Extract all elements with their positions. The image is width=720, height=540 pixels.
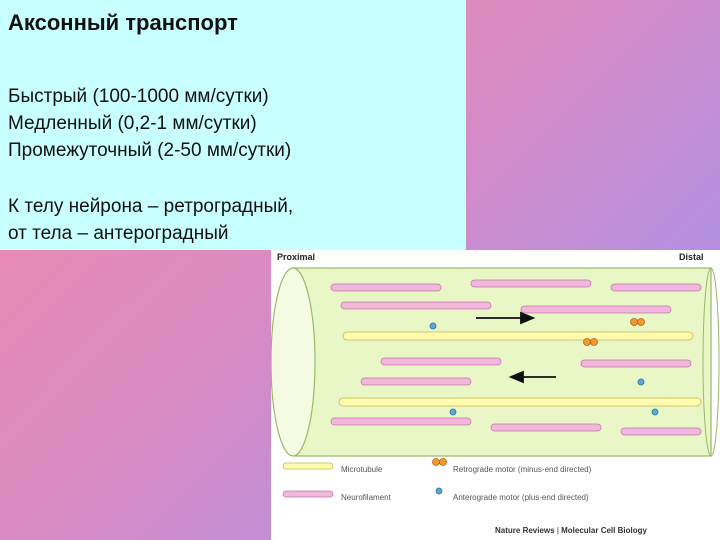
direction-retrograde: К телу нейрона – ретроградный,: [8, 196, 293, 218]
figure-legend: [271, 455, 720, 515]
speed-fast: Быстрый (100-1000 мм/сутки): [8, 86, 269, 108]
proximal-label: Proximal: [277, 252, 315, 262]
retrograde-motor-icon: [584, 339, 591, 346]
anterograde-motor-icon: [450, 409, 456, 415]
distal-label: Distal: [679, 252, 704, 262]
neurofilament: [471, 280, 591, 287]
legend-anterograde-icon: [436, 488, 442, 494]
axon-diagram: [271, 262, 720, 462]
legend-retrograde: Retrograde motor (minus-end directed): [453, 465, 591, 474]
figure-credit: Nature Reviews | Molecular Cell Biology: [495, 526, 647, 535]
direction-anterograde: от тела – антероградный: [8, 223, 229, 245]
legend-anterograde: Anterograde motor (plus-end directed): [453, 493, 589, 502]
neurofilament: [361, 378, 471, 385]
neurofilament: [611, 284, 701, 291]
axon-transport-figure: Proximal Distal: [271, 250, 720, 540]
neurofilament: [581, 360, 691, 367]
microtubule: [339, 398, 701, 406]
neurofilament: [491, 424, 601, 431]
neurofilament: [331, 418, 471, 425]
neurofilament: [381, 358, 501, 365]
microtubule: [343, 332, 693, 340]
legend-retrograde-icon: [433, 459, 440, 466]
legend-microtubule: Microtubule: [341, 465, 382, 474]
legend-neurofilament-swatch: [283, 491, 333, 497]
neurofilament: [521, 306, 671, 313]
legend-microtubule-swatch: [283, 463, 333, 469]
slide-title: Аксонный транспорт: [8, 10, 238, 36]
anterograde-motor-icon: [638, 379, 644, 385]
neurofilament: [621, 428, 701, 435]
retrograde-motor-icon: [631, 319, 638, 326]
speed-intermediate: Промежуточный (2-50 мм/сутки): [8, 140, 291, 162]
neurofilament: [341, 302, 491, 309]
speed-slow: Медленный (0,2-1 мм/сутки): [8, 113, 257, 135]
anterograde-motor-icon: [430, 323, 436, 329]
legend-neurofilament: Neurofilament: [341, 493, 391, 502]
axon-cross-section: [271, 268, 315, 456]
anterograde-motor-icon: [652, 409, 658, 415]
neurofilament: [331, 284, 441, 291]
